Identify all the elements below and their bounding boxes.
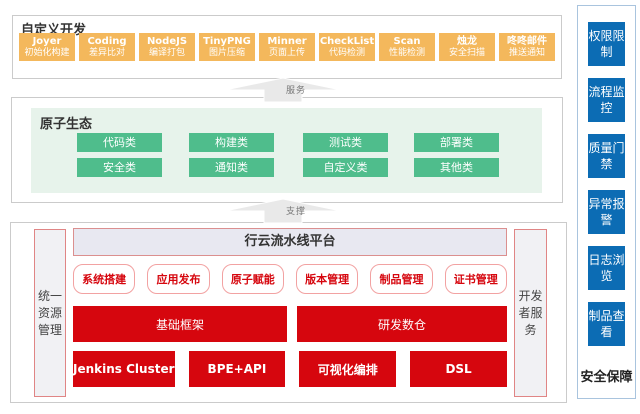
serve-arrow-label: 服务 xyxy=(286,86,307,96)
tool-desc: 编译打包 xyxy=(148,48,185,58)
atom-category-code: 代码类 xyxy=(77,133,162,152)
tool-desc: 初始化构建 xyxy=(24,48,70,58)
assurance-log-browse: 日志浏览 xyxy=(588,246,625,290)
custom-dev-section: 自定义开发 Joyer 初始化构建 Coding 差异比对 NodeJS 编译打… xyxy=(12,15,562,79)
tool-card-dongdong-mail: 咚咚邮件 推送通知 xyxy=(499,33,555,61)
tool-card-checklist: CheckList 代码检测 xyxy=(319,33,375,61)
tool-card-zhulong: 烛龙 安全扫描 xyxy=(439,33,495,61)
atom-ecosystem-section: 原子生态 代码类 构建类 测试类 部署类 安全类 通知类 自定义类 其他类 xyxy=(11,97,563,203)
platform-section: 统一资源管理 行云流水线平台 系统搭建 应用发布 原子赋能 版本管理 制品管理 … xyxy=(10,222,567,403)
tool-card-minner: Minner 页面上传 xyxy=(259,33,315,61)
engine-jenkins-cluster: Jenkins Cluster xyxy=(73,351,175,387)
support-arrow-label: 支撑 xyxy=(286,207,307,217)
security-assurance-sidebar: 权限限制 流程监控 质量门禁 异常报警 日志浏览 制品查看 安全保障 xyxy=(577,5,636,399)
assurance-artifact-view: 制品查看 xyxy=(588,302,625,346)
assurance-quality-gate: 质量门禁 xyxy=(588,134,625,178)
unified-resource-bar: 统一资源管理 xyxy=(34,229,66,397)
tool-desc: 差异比对 xyxy=(88,48,125,58)
tool-card-joyer: Joyer 初始化构建 xyxy=(19,33,75,61)
feature-cert-mgmt: 证书管理 xyxy=(444,264,507,294)
tool-card-coding: Coding 差异比对 xyxy=(79,33,135,61)
assurance-exception-alert: 异常报警 xyxy=(588,190,625,234)
tool-name: TinyPNG xyxy=(203,36,251,47)
feature-atom-enable: 原子赋能 xyxy=(221,264,284,294)
tool-desc: 性能检测 xyxy=(388,48,425,58)
feature-version-mgmt: 版本管理 xyxy=(295,264,359,294)
tool-desc: 页面上传 xyxy=(268,48,305,58)
tool-name: CheckList xyxy=(319,36,375,47)
tool-desc: 代码检测 xyxy=(328,48,365,58)
feature-system-setup: 系统搭建 xyxy=(73,264,136,294)
security-assurance-label: 安全保障 xyxy=(580,370,633,385)
tool-name: Coding xyxy=(87,36,127,47)
assurance-permission-limit: 权限限制 xyxy=(588,22,625,66)
platform-title: 行云流水线平台 xyxy=(73,228,507,256)
tool-card-scan: Scan 性能检测 xyxy=(379,33,435,61)
tool-name: 烛龙 xyxy=(457,36,477,47)
up-arrow-icon xyxy=(224,198,342,223)
tool-name: NodeJS xyxy=(146,36,188,47)
atom-category-other: 其他类 xyxy=(414,158,499,177)
tool-name: Scan xyxy=(393,36,421,47)
tool-card-nodejs: NodeJS 编译打包 xyxy=(139,33,195,61)
engine-visual-orchestration: 可视化编排 xyxy=(299,351,397,387)
layer-rd-warehouse: 研发数仓 xyxy=(297,306,507,342)
tool-card-tinypng: TinyPNG 图片压缩 xyxy=(199,33,255,61)
custom-dev-tool-row: Joyer 初始化构建 Coding 差异比对 NodeJS 编译打包 Tiny… xyxy=(19,33,555,61)
feature-app-release: 应用发布 xyxy=(147,264,210,294)
atom-category-build: 构建类 xyxy=(189,133,274,152)
tool-name: 咚咚邮件 xyxy=(507,36,547,47)
support-arrow: 支撑 xyxy=(223,198,343,223)
tool-desc: 图片压缩 xyxy=(208,48,245,58)
atom-category-deploy: 部署类 xyxy=(414,133,499,152)
atom-category-test: 测试类 xyxy=(303,133,388,152)
layer-base-framework: 基础框架 xyxy=(73,306,287,342)
tool-name: Minner xyxy=(267,36,307,47)
atom-category-custom: 自定义类 xyxy=(303,158,388,177)
engine-bpe-api: BPE+API xyxy=(188,351,286,387)
platform-engine-row: Jenkins Cluster BPE+API 可视化编排 DSL xyxy=(73,351,507,387)
atom-ecosystem-title: 原子生态 xyxy=(40,117,93,132)
up-arrow-icon xyxy=(224,77,342,102)
engine-dsl: DSL xyxy=(410,351,507,387)
atom-category-security: 安全类 xyxy=(77,158,162,177)
feature-artifact-mgmt: 制品管理 xyxy=(370,264,433,294)
atom-category-notify: 通知类 xyxy=(189,158,274,177)
tool-name: Joyer xyxy=(32,36,62,47)
tool-desc: 安全扫描 xyxy=(448,48,485,58)
atom-ecosystem-panel: 原子生态 代码类 构建类 测试类 部署类 安全类 通知类 自定义类 其他类 xyxy=(31,108,542,193)
tool-desc: 推送通知 xyxy=(508,48,545,58)
assurance-process-monitor: 流程监控 xyxy=(588,78,625,122)
platform-layer-row: 基础框架 研发数仓 xyxy=(73,306,507,342)
platform-feature-row: 系统搭建 应用发布 原子赋能 版本管理 制品管理 证书管理 xyxy=(73,264,507,294)
developer-service-bar: 开发者服务 xyxy=(514,229,547,397)
serve-arrow: 服务 xyxy=(223,77,343,102)
